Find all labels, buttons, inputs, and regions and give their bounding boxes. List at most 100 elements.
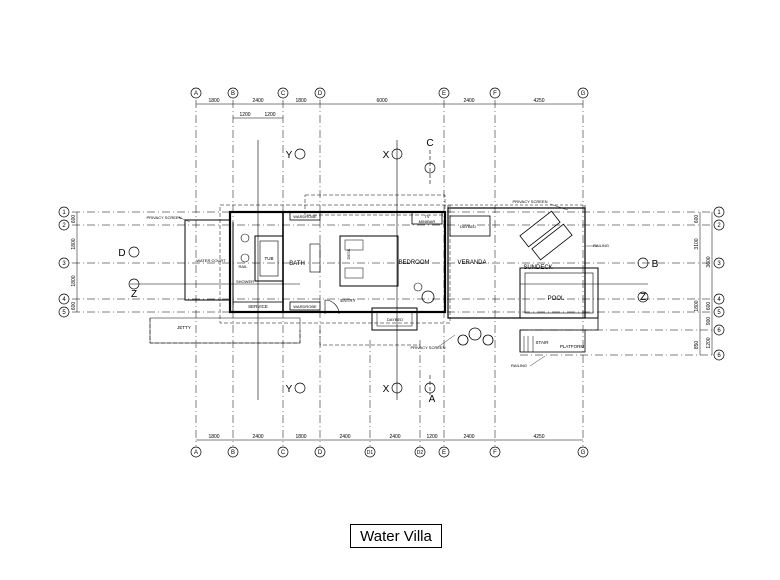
label-daybed-bedroom: DAYBED	[387, 317, 403, 322]
dim-left: 1800	[71, 275, 77, 286]
label-railing-bottom: RAILING	[511, 363, 527, 368]
dim-top: 2400	[463, 98, 474, 104]
grid-labels-left: 1 2 3 4 5	[62, 210, 66, 316]
room-stair: STAIR	[536, 340, 550, 345]
drawing-title: Water Villa	[350, 524, 442, 548]
room-platform: PLATFORM	[560, 344, 584, 349]
section-label-c: C	[426, 138, 433, 149]
dim-top: 4250	[533, 98, 544, 104]
grid-label-bottom: C	[281, 450, 286, 456]
dim-right: 1800	[694, 300, 700, 311]
grid-lines	[72, 100, 712, 446]
grid-label-right: 3	[717, 261, 721, 267]
grid-label-top: E	[442, 91, 446, 97]
dim-right: 3600	[706, 256, 712, 267]
grid-label-right: 2	[717, 223, 721, 229]
grid-bubbles-right	[713, 206, 725, 361]
dim-bottom: 2400	[252, 434, 263, 440]
room-water-court: WATER COURT	[196, 258, 226, 263]
room-desk: DESK	[346, 248, 351, 259]
dim-bottom: 2400	[339, 434, 350, 440]
dim-top: 2400	[252, 98, 263, 104]
room-sundeck: SUNDECK	[523, 265, 552, 271]
dim-top-sub: 1200	[264, 112, 275, 118]
dim-bottom: 2400	[463, 434, 474, 440]
dim-bottom: 1800	[295, 434, 306, 440]
grid-label-bottom: D	[318, 450, 323, 456]
section-label-y-bottom: Y	[286, 384, 293, 395]
grid-label-right: 6	[717, 328, 721, 334]
section-label-x-bottom: X	[383, 384, 390, 395]
dim-top: 6000	[376, 98, 387, 104]
dim-bottom: 4250	[533, 434, 544, 440]
dimension-labels: 1800 2400 1800 6000 2400 4250 1200 1200 …	[208, 98, 544, 440]
grid-labels-right: 1 2 3 4 5 6 6	[717, 210, 721, 359]
room-veranda: VERANDA	[457, 260, 486, 266]
grid-labels-bottom: A B C D D1 D2 E F G	[194, 450, 586, 456]
grid-bubbles-top	[190, 87, 589, 99]
dim-top: 1800	[208, 98, 219, 104]
dim-bottom: 2400	[389, 434, 400, 440]
dim-right: 1200	[706, 337, 712, 348]
room-labels: BATH BEDROOM VERANDA SUNDECK POOL ENTRY …	[177, 248, 584, 349]
grid-label-top: D	[318, 91, 323, 97]
grid-label-right: 6	[717, 353, 721, 359]
grid-label-left: 2	[62, 223, 66, 229]
section-marker-labels: Y X C Y X A D B Z Z	[118, 138, 658, 405]
label-wardrobe-top: WARDROBE	[293, 214, 317, 219]
dimension-labels-right: 600 3100 3600 1800 600 900 850 1200	[694, 215, 712, 350]
section-label-x-top: X	[383, 150, 390, 161]
dim-left: 600	[71, 215, 77, 224]
dim-top-sub: 1200	[239, 112, 250, 118]
room-service: SERVICE	[248, 304, 268, 309]
room-tub: TUB	[265, 256, 274, 261]
grid-label-left: 5	[62, 310, 66, 316]
grid-label-top: C	[281, 91, 286, 97]
room-entry: ENTRY	[340, 298, 355, 303]
building-walls	[149, 204, 599, 353]
grid-label-left: 1	[62, 210, 66, 216]
section-label-a: A	[429, 394, 436, 405]
grid-bubbles-left	[58, 206, 70, 318]
dim-right: 600	[706, 302, 712, 311]
room-bath: BATH	[289, 261, 305, 267]
grid-label-top: A	[194, 91, 198, 97]
grid-label-top: G	[581, 91, 586, 97]
grid-label-right: 5	[717, 310, 721, 316]
section-label-b: B	[652, 259, 659, 270]
label-rail: RAIL	[239, 264, 249, 269]
grid-label-bottom: G	[581, 450, 586, 456]
section-lines	[130, 140, 648, 400]
dim-bottom: 1200	[426, 434, 437, 440]
section-label-y-top: Y	[286, 150, 293, 161]
grid-label-bottom: D1	[367, 450, 374, 456]
label-privacy-screen-left: PRIVACY SCREEN	[147, 215, 182, 220]
label-minibar: MINIBAR	[419, 219, 436, 224]
grid-labels-top: A B C D E F G	[194, 91, 586, 97]
leader-lines	[177, 203, 598, 367]
dimension-labels-left: 600 1800 1800 600	[71, 215, 77, 311]
grid-label-bottom: E	[442, 450, 446, 456]
grid-label-top: F	[493, 91, 497, 97]
dim-right: 900	[706, 317, 712, 326]
grid-bubbles-bottom	[190, 446, 589, 458]
dim-right: 850	[694, 341, 700, 350]
grid-label-top: B	[231, 91, 235, 97]
room-bedroom: BEDROOM	[398, 260, 429, 266]
dim-left: 600	[71, 302, 77, 311]
grid-label-bottom: F	[493, 450, 497, 456]
section-label-d: D	[118, 248, 125, 259]
label-privacy-screen-bottom: PRIVACY SCREEN	[411, 345, 446, 350]
section-label-z-right: Z	[640, 292, 646, 303]
section-marker-circles	[128, 148, 649, 394]
room-shower: SHOWER	[236, 279, 254, 284]
dim-right: 3100	[694, 238, 700, 249]
label-railing-right: RAILING	[593, 243, 609, 248]
label-daybed-veranda: DAYBED	[460, 224, 476, 229]
dim-top: 1800	[295, 98, 306, 104]
dim-bottom: 1800	[208, 434, 219, 440]
room-pool: POOL	[548, 296, 565, 302]
section-label-z-left: Z	[131, 289, 137, 300]
grid-label-bottom: A	[194, 450, 198, 456]
